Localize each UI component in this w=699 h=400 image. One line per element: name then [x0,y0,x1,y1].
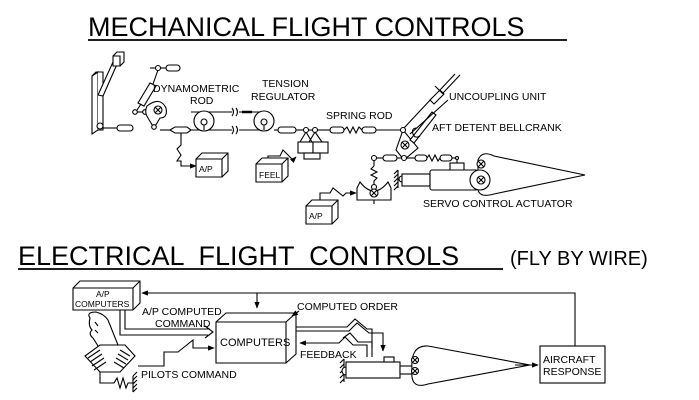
feel-box: FEEL [255,157,289,183]
control-surface-icon [469,153,586,196]
fbw-control-surface-icon [410,345,531,386]
uncoupling-unit-icon [403,73,461,135]
tension-regulator-label-1: TENSION [262,78,309,90]
servo-control-actuator-icon [393,169,479,191]
sidestick-icon [84,311,136,373]
ap-computed-command-label-2: COMMAND [155,318,211,330]
aircraft-response-label-1: AIRCRAFT [543,354,596,366]
autopilot-box-2: A/P [305,199,339,225]
ap-computers-box: A/P COMPUTERS [72,280,141,311]
spring-rod-icon [329,125,377,135]
aft-detent-bellcrank-label: AFT DETENT BELLCRANK [432,122,562,134]
autopilot-label-1: A/P [199,164,213,174]
tension-regulator-label-2: REGULATOR [251,91,316,103]
fbw-actuator-icon [339,356,415,384]
mechanical-title: MECHANICAL FLIGHT CONTROLS [88,12,525,42]
servo-control-actuator-label: SERVO CONTROL ACTUATOR [423,198,573,210]
dynamometric-rod-icon [132,64,181,130]
electrical-section: ELECTRICAL FLIGHT CONTROLS (FLY BY WIRE)… [18,241,648,393]
computers-label: COMPUTERS [220,337,290,349]
ap-computed-command-label-1: A/P COMPUTED [142,306,222,318]
feel-label: FEEL [259,170,281,180]
computers-box: COMPUTERS [215,312,297,364]
aircraft-response-box: AIRCRAFT RESPONSE [539,345,606,384]
push-rod-icon [116,124,134,132]
pulley-icon [193,110,215,132]
uncoupling-unit-label: UNCOUPLING UNIT [449,91,547,103]
ap-computers-label-1: A/P [96,289,110,299]
autopilot-box-1: A/P [195,152,229,178]
dynamometric-rod-label-2: ROD [190,95,214,107]
aft-detent-bellcrank-icon [395,111,437,162]
ap-computers-label-2: COMPUTERS [75,299,130,309]
feel-unit-icon [297,131,329,160]
tension-regulator-icon [253,110,275,132]
pilots-command-label: PILOTS COMMAND [141,369,237,381]
autopilot-servo-icon [356,180,392,204]
control-stick-icon [91,51,125,136]
feedback-label: FEEDBACK [300,349,357,361]
electrical-subtitle: (FLY BY WIRE) [510,248,648,270]
dynamometric-rod-label-1: DYNAMOMETRIC [153,83,240,95]
aircraft-response-label-2: RESPONSE [543,366,601,378]
electrical-title: ELECTRICAL FLIGHT CONTROLS [18,241,459,271]
autopilot-label-2: A/P [309,211,323,221]
computed-order-label: COMPUTED ORDER [297,301,398,313]
spring-rod-label: SPRING ROD [326,110,393,122]
mechanical-section: MECHANICAL FLIGHT CONTROLS [88,12,586,225]
quadrant-icon [168,126,192,134]
